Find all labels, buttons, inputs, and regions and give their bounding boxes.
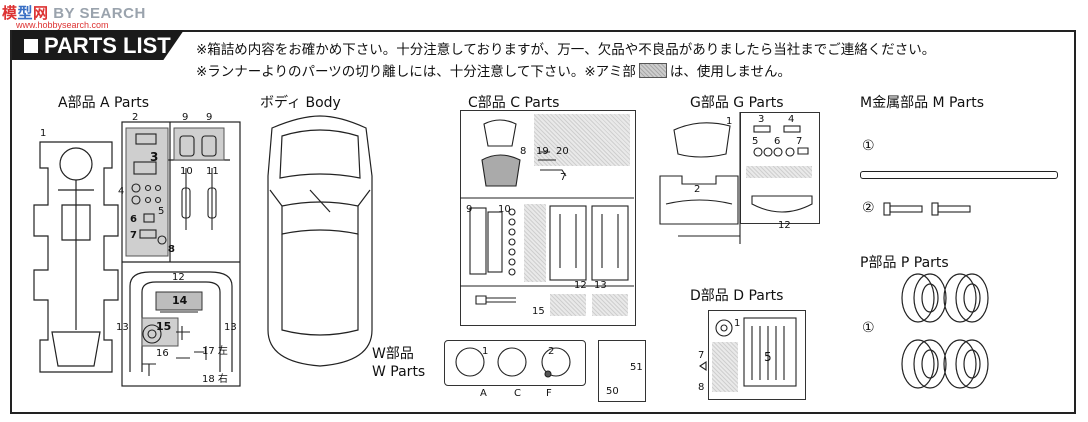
a-num-7: 7 <box>130 230 137 241</box>
w-small-runner <box>598 340 646 402</box>
w-num-2: 2 <box>548 346 555 357</box>
g-num-1: 1 <box>726 116 733 127</box>
note-line-1: ※箱詰め内容をお確かめ下さい。十分注意しておりますが、万一、欠品や不良品がありま… <box>196 42 936 58</box>
c-num-20: 20 <box>556 146 569 157</box>
section-p-label: P部品 P Parts <box>860 255 949 271</box>
c-hatch-b2 <box>592 294 628 316</box>
m-part-rod <box>860 171 1058 179</box>
parts-list-header: PARTS LIST <box>12 30 184 60</box>
d-hatch <box>712 342 738 392</box>
d-num-7: 7 <box>698 350 705 361</box>
hatch-sample <box>638 63 667 78</box>
section-a-label: A部品 A Parts <box>58 95 149 111</box>
w-num-51: 51 <box>630 362 643 373</box>
g-num-3: 3 <box>758 114 765 125</box>
a-num-17: 17 左 <box>202 346 228 357</box>
a-num-11: 11 <box>206 166 219 177</box>
a-num-8: 8 <box>168 244 175 255</box>
c-num-13: 13 <box>594 280 607 291</box>
a-num-5: 5 <box>158 206 165 217</box>
a-num-10: 10 <box>180 166 193 177</box>
section-d-label: D部品 D Parts <box>690 288 784 304</box>
a-num-16: 16 <box>156 348 169 359</box>
a-num-13a: 13 <box>116 322 129 333</box>
c-num-7: 7 <box>560 172 567 183</box>
d-num-5: 5 <box>764 350 772 364</box>
g-num-12: 12 <box>778 220 791 231</box>
c-num-15: 15 <box>532 306 545 317</box>
a-right-kanji: 右 <box>217 374 228 385</box>
section-w-label-en: W Parts <box>372 364 426 380</box>
g-hatch <box>746 166 812 178</box>
a-num-12: 12 <box>172 272 185 283</box>
parts-list-frame <box>10 30 1076 414</box>
c-num-9: 9 <box>466 204 473 215</box>
a-num-1: 1 <box>40 128 47 139</box>
a-num-9a: 9 <box>182 112 189 123</box>
w-letter-f: F <box>546 388 552 399</box>
d-num-1: 1 <box>734 318 741 329</box>
section-m-label: M金属部品 M Parts <box>860 95 984 111</box>
w-letter-c: C <box>514 388 521 399</box>
a-num-9b: 9 <box>206 112 213 123</box>
c-hatch-top <box>534 114 630 166</box>
section-c-label: C部品 C Parts <box>468 95 560 111</box>
note-line-2: ※ランナーよりのパーツの切り離しには、十分注意して下さい。※アミ部 は、使用しませ… <box>196 60 791 80</box>
g-num-7: 7 <box>796 136 803 147</box>
c-hatch-mid <box>524 204 546 282</box>
m-item-2: ② <box>862 200 875 216</box>
header-title: PARTS LIST <box>44 33 171 58</box>
note-line-2b: は、使用しません。 <box>669 64 792 80</box>
c-hatch-b1 <box>550 294 586 316</box>
m-item-1: ① <box>862 138 875 154</box>
p-item-1: ① <box>862 320 875 336</box>
section-body-label: ボディ Body <box>260 95 341 111</box>
w-num-50: 50 <box>606 386 619 397</box>
w-num-1: 1 <box>482 346 489 357</box>
w-runner <box>444 340 586 386</box>
watermark-url: www.hobbysearch.com <box>16 20 109 30</box>
a-left-kanji: 左 <box>217 346 228 357</box>
a-num-2: 2 <box>132 112 139 123</box>
d-num-8: 8 <box>698 382 705 393</box>
a-num-18: 18 右 <box>202 374 228 385</box>
a-num-6: 6 <box>130 214 137 225</box>
a-num-13b: 13 <box>224 322 237 333</box>
c-num-12: 12 <box>574 280 587 291</box>
section-w-label-jp: W部品 <box>372 346 414 362</box>
c-num-19: 19 <box>536 146 549 157</box>
section-g-label: G部品 G Parts <box>690 95 784 111</box>
g-num-6: 6 <box>774 136 781 147</box>
a-num-14: 14 <box>172 294 188 307</box>
a-num-3: 3 <box>150 150 159 164</box>
c-num-8: 8 <box>520 146 527 157</box>
g-num-2: 2 <box>694 184 701 195</box>
g-num-5: 5 <box>752 136 759 147</box>
g-num-4: 4 <box>788 114 795 125</box>
a-num-15: 15 <box>156 320 172 333</box>
watermark-logo: 模型网 BY SEARCH <box>2 5 146 22</box>
a-num-4: 4 <box>118 186 125 197</box>
c-num-10: 10 <box>498 204 511 215</box>
note-line-2a: ※ランナーよりのパーツの切り離しには、十分注意して下さい。※アミ部 <box>196 64 636 80</box>
w-letter-a: A <box>480 388 487 399</box>
